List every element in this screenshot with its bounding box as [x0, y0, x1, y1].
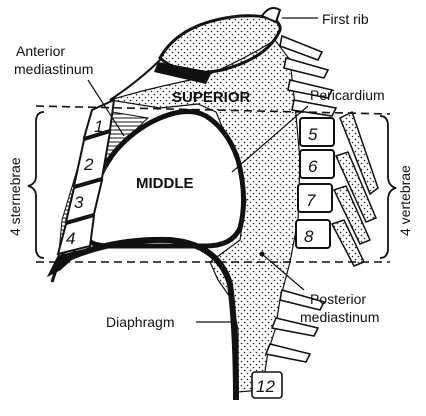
first-rib-label: First rib — [322, 11, 369, 27]
superior-region-label: SUPERIOR — [172, 89, 251, 106]
manubrium-black-band — [154, 62, 212, 84]
vertebrae-brace — [379, 115, 397, 259]
anterior-mediastinum-leader — [87, 79, 125, 137]
vertebra-number-6: 6 — [308, 157, 318, 176]
vertebra-number-7: 7 — [306, 191, 316, 210]
sternebrae-brace — [27, 111, 45, 259]
middle-region-label: MIDDLE — [136, 175, 194, 192]
sternebra-number-3: 3 — [74, 193, 84, 212]
vertebra-number-8: 8 — [304, 227, 314, 246]
pericardium-leader — [231, 105, 309, 173]
upper-vertebral-column — [279, 34, 338, 117]
diaphragm-label: Diaphragm — [106, 314, 174, 330]
sternebra-number-4: 4 — [66, 229, 75, 248]
vertebral-spinous-processes — [330, 110, 379, 267]
anterior-mediastinum-label-line2: mediastinum — [14, 61, 93, 77]
posterior-mediastinum-label-line1: Posterior — [310, 291, 366, 307]
posterior-mediastinum-dot — [259, 251, 265, 257]
sternebra-number-2: 2 — [83, 155, 94, 174]
thoracic-vertebrae — [295, 117, 335, 249]
lower-vertebral-column — [251, 288, 326, 399]
vertebra-number-5: 5 — [308, 125, 318, 144]
pericardium-label: Pericardium — [310, 87, 385, 103]
first-rib — [260, 7, 282, 24]
sternebra-number-1: 1 — [94, 117, 103, 136]
posterior-mediastinum-leader — [261, 253, 305, 291]
anterior-mediastinum-label-line1: Anterior — [16, 43, 65, 59]
vertebra-number-12: 12 — [256, 377, 275, 396]
diaphragm-curve — [58, 236, 239, 401]
sternebrae-label: 4 sternebrae — [7, 157, 23, 236]
posterior-mediastinum-label-line2: mediastinum — [300, 309, 379, 325]
vertebrae-label: 4 vertebrae — [397, 165, 413, 236]
upper-dashed-boundary — [35, 105, 391, 115]
